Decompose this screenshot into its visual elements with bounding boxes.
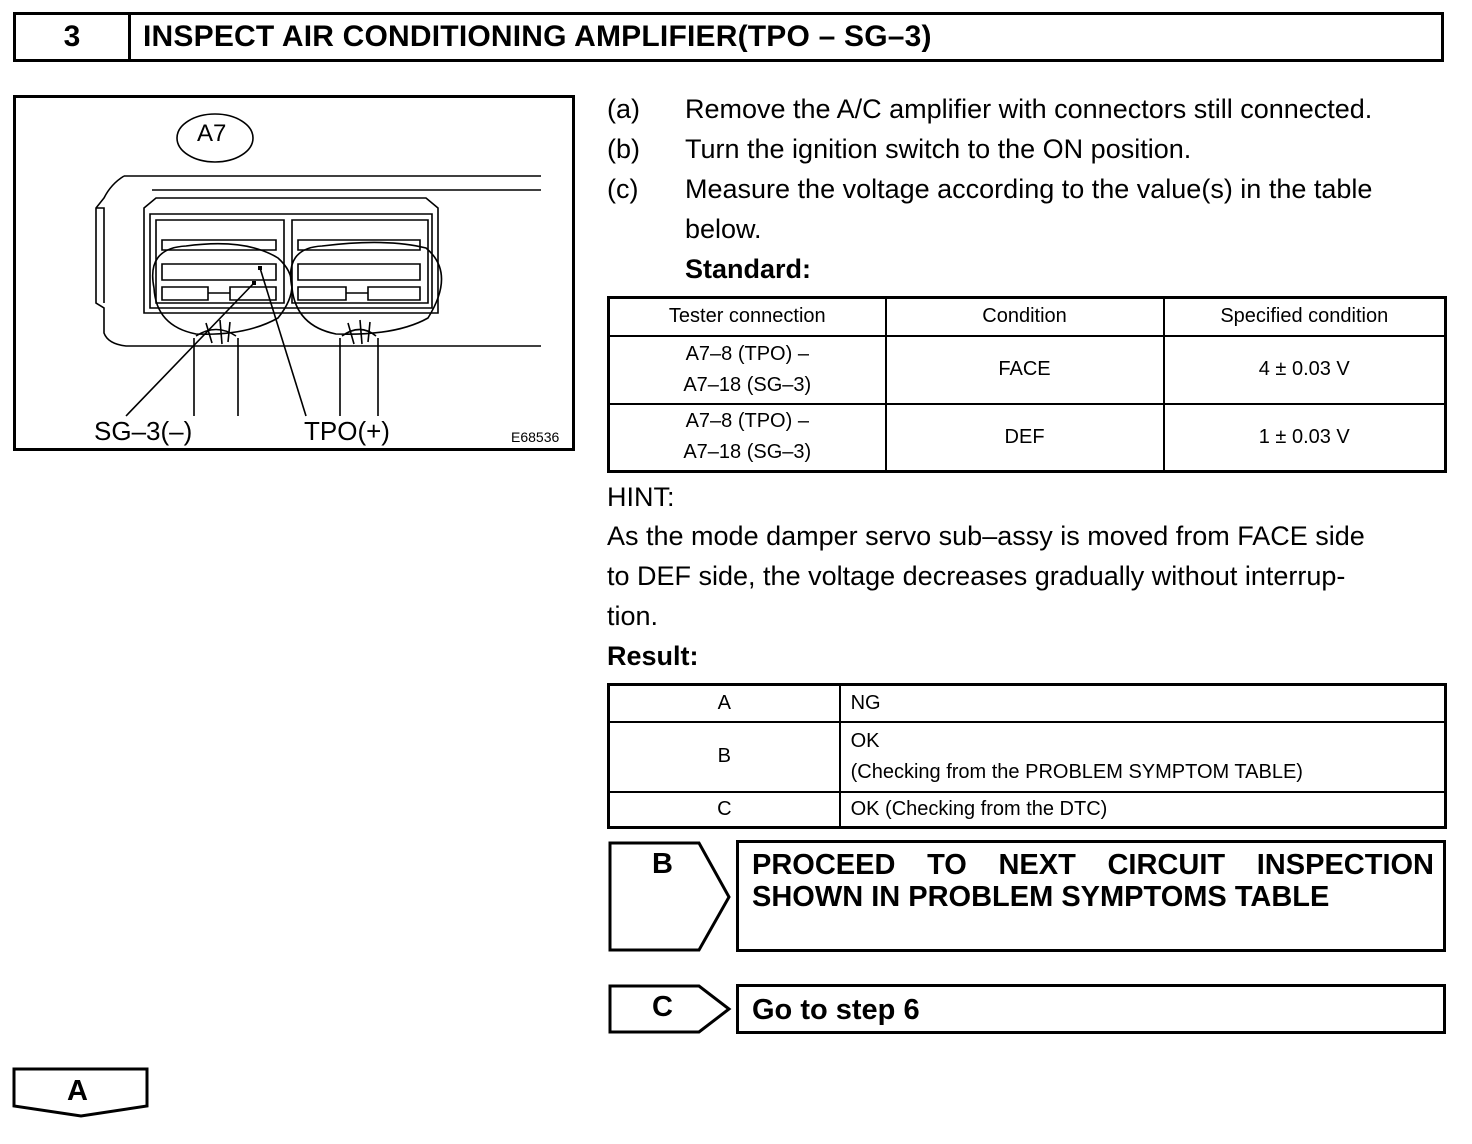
result-b-action: PROCEED TO NEXT CIRCUIT INSPECTION SHOWN…	[736, 840, 1446, 952]
result-c-arrow	[608, 984, 732, 1034]
figure-code: E68536	[511, 429, 560, 445]
result-text: OK (Checking from the DTC)	[838, 790, 1447, 828]
result-code: C	[607, 790, 841, 828]
result-label: Result:	[607, 641, 699, 671]
result-code: A	[607, 683, 841, 723]
spec-cell: 1 ± 0.03 V	[1162, 402, 1447, 473]
tester-connection-cell: A7–8 (TPO) – A7–18 (SG–3)	[607, 334, 887, 405]
leader-sg3	[125, 282, 255, 417]
step-a-mark: (a)	[607, 94, 640, 124]
connector-drawing	[95, 113, 541, 417]
connection-line-2: A7–18 (SG–3)	[683, 373, 812, 396]
connector-id-ellipse	[176, 113, 254, 163]
sg3-label: SG–3(–)	[94, 416, 193, 446]
standard-table: Tester connection Condition Specified co…	[607, 296, 1447, 473]
table-row: A NG	[607, 683, 1447, 723]
header-specified-condition: Specified condition	[1162, 296, 1447, 337]
step-header: 3 INSPECT AIR CONDITIONING AMPLIFIER(TPO…	[13, 12, 1444, 62]
step-b: (b) Turn the ignition switch to the ON p…	[607, 129, 1457, 169]
result-c-action-text: Go to step 6	[752, 994, 920, 1026]
result-b-code: B	[652, 848, 673, 880]
step-c: (c) Measure the voltage according to the…	[607, 169, 1457, 209]
connector-illustration: A7 SG–3(–) TPO(+) E68536	[13, 95, 575, 451]
result-b-arrow	[608, 841, 731, 952]
tester-connection-cell: A7–8 (TPO) – A7–18 (SG–3)	[607, 402, 887, 473]
condition-cell: FACE	[884, 334, 1165, 405]
step-b-text: Turn the ignition switch to the ON posit…	[685, 134, 1192, 164]
result-c-code: C	[652, 991, 673, 1023]
step-c-text: Measure the voltage according to the val…	[685, 174, 1373, 204]
leader-tpo	[259, 267, 307, 417]
step-a: (a) Remove the A/C amplifier with connec…	[607, 89, 1457, 129]
result-b-action-line-2: SHOWN IN PROBLEM SYMPTOMS TABLE	[752, 881, 1330, 913]
step-title: INSPECT AIR CONDITIONING AMPLIFIER(TPO –…	[143, 20, 932, 53]
spec-cell: 4 ± 0.03 V	[1162, 334, 1447, 405]
step-b-mark: (b)	[607, 134, 640, 164]
result-subtext: (Checking from the PROBLEM SYMPTOM TABLE…	[850, 760, 1303, 783]
step-number: 3	[16, 15, 131, 59]
step-a-text: Remove the A/C amplifier with connectors…	[685, 94, 1373, 124]
standard-label: Standard:	[685, 254, 812, 284]
result-text: OK	[850, 729, 880, 752]
table-row: B OK (Checking from the PROBLEM SYMPTOM …	[607, 720, 1447, 793]
connection-line-2: A7–18 (SG–3)	[683, 441, 812, 464]
connection-line-1: A7–8 (TPO) –	[685, 342, 809, 365]
header-tester-connection: Tester connection	[607, 296, 887, 337]
header-condition: Condition	[884, 296, 1165, 337]
table-header-row: Tester connection Condition Specified co…	[607, 296, 1447, 337]
step-c-continuation: below.	[685, 214, 762, 244]
hint-line-1: As the mode damper servo sub–assy is mov…	[607, 521, 1365, 551]
result-b-action-line-1: PROCEED TO NEXT CIRCUIT INSPECTION	[752, 849, 1434, 881]
table-row: C OK (Checking from the DTC)	[607, 790, 1447, 828]
connection-line-1: A7–8 (TPO) –	[685, 410, 809, 433]
condition-cell: DEF	[884, 402, 1165, 473]
hint-line-2: to DEF side, the voltage decreases gradu…	[607, 561, 1346, 591]
connector-id-label: A7	[197, 120, 227, 147]
table-row: A7–8 (TPO) – A7–18 (SG–3) DEF 1 ± 0.03 V	[607, 402, 1447, 473]
result-text: NG	[838, 683, 1447, 723]
table-row: A7–8 (TPO) – A7–18 (SG–3) FACE 4 ± 0.03 …	[607, 334, 1447, 405]
hint-label: HINT:	[607, 482, 675, 512]
result-a-code: A	[67, 1075, 88, 1107]
result-c-action: Go to step 6	[736, 984, 1446, 1034]
result-text-cell: OK (Checking from the PROBLEM SYMPTOM TA…	[838, 720, 1447, 793]
hint-line-3: tion.	[607, 601, 659, 631]
tpo-label: TPO(+)	[304, 416, 390, 446]
result-a-arrow	[12, 1067, 149, 1118]
step-c-mark: (c)	[607, 174, 639, 204]
result-table: A NG B OK (Checking from the PROBLEM SYM…	[607, 683, 1447, 829]
result-code: B	[607, 720, 841, 793]
